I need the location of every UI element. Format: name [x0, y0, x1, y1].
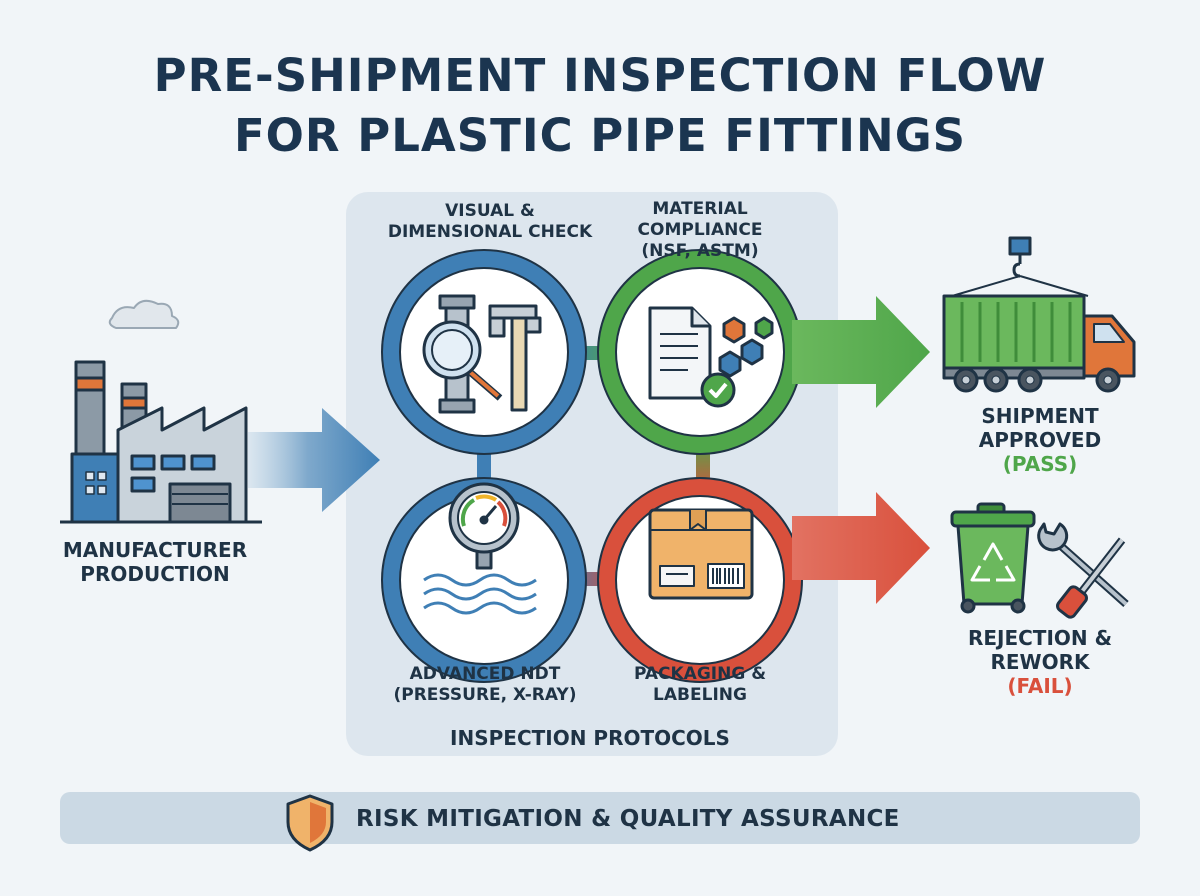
title-line-2: FOR PLASTIC PIPE FITTINGS — [233, 109, 967, 162]
step4-line-2: LABELING — [653, 685, 747, 705]
risk-mitigation-bar — [60, 792, 1140, 844]
step2-line-2: COMPLIANCE — [637, 220, 763, 240]
fail-line-2: REWORK — [990, 650, 1090, 674]
protocols-caption: INSPECTION PROTOCOLS — [400, 726, 780, 750]
step-label-visual-dimensional: VISUAL & DIMENSIONAL CHECK — [380, 201, 600, 243]
pass-status: (PASS) — [1002, 452, 1078, 476]
title-line-1: PRE-SHIPMENT INSPECTION FLOW — [153, 49, 1047, 102]
ring-visual-dimensional — [381, 249, 587, 455]
document-molecule-icon — [648, 306, 774, 408]
outcome-pass-label: SHIPMENT APPROVED (PASS) — [940, 404, 1140, 476]
fail-arrow — [792, 492, 930, 604]
container-truck-icon — [942, 236, 1136, 393]
step4-line-1: PACKAGING & — [633, 664, 767, 684]
package-barcode-icon — [648, 508, 754, 600]
magnifier-caliper-icon — [422, 294, 542, 414]
protocols-caption-text: INSPECTION PROTOCOLS — [450, 726, 730, 750]
step1-line-1: VISUAL & — [445, 201, 535, 221]
pass-arrow — [792, 296, 930, 408]
step-label-packaging-labeling: PACKAGING & LABELING — [610, 664, 790, 706]
step3-line-2: (PRESSURE, X-RAY) — [393, 685, 577, 705]
incoming-arrow — [248, 408, 380, 512]
source-label-line-2: PRODUCTION — [80, 562, 230, 586]
source-label-line-1: MANUFACTURER — [62, 538, 248, 562]
step1-line-2: DIMENSIONAL CHECK — [387, 222, 593, 242]
recycle-bin-tools-icon — [950, 502, 1129, 619]
diagram-title: PRE-SHIPMENT INSPECTION FLOW FOR PLASTIC… — [0, 46, 1200, 166]
pass-line-2: APPROVED — [978, 428, 1102, 452]
step3-line-1: ADVANCED NDT — [409, 664, 561, 684]
step2-line-1: MATERIAL — [652, 199, 748, 219]
source-label: MANUFACTURER PRODUCTION — [40, 538, 270, 586]
ring-advanced-ndt — [381, 477, 587, 683]
fail-status: (FAIL) — [1007, 674, 1073, 698]
step2-line-3: (NSF, ASTM) — [641, 241, 759, 261]
shield-icon — [286, 794, 334, 852]
pressure-gauge-icon — [423, 482, 537, 615]
step-label-advanced-ndt: ADVANCED NDT (PRESSURE, X-RAY) — [370, 664, 600, 706]
outcome-fail-label: REJECTION & REWORK (FAIL) — [940, 626, 1140, 698]
pass-line-1: SHIPMENT — [981, 404, 1099, 428]
factory-icon — [60, 299, 262, 524]
step-label-material-compliance: MATERIAL COMPLIANCE (NSF, ASTM) — [610, 199, 790, 262]
footer-text: RISK MITIGATION & QUALITY ASSURANCE — [356, 806, 900, 832]
fail-line-1: REJECTION & — [967, 626, 1113, 650]
